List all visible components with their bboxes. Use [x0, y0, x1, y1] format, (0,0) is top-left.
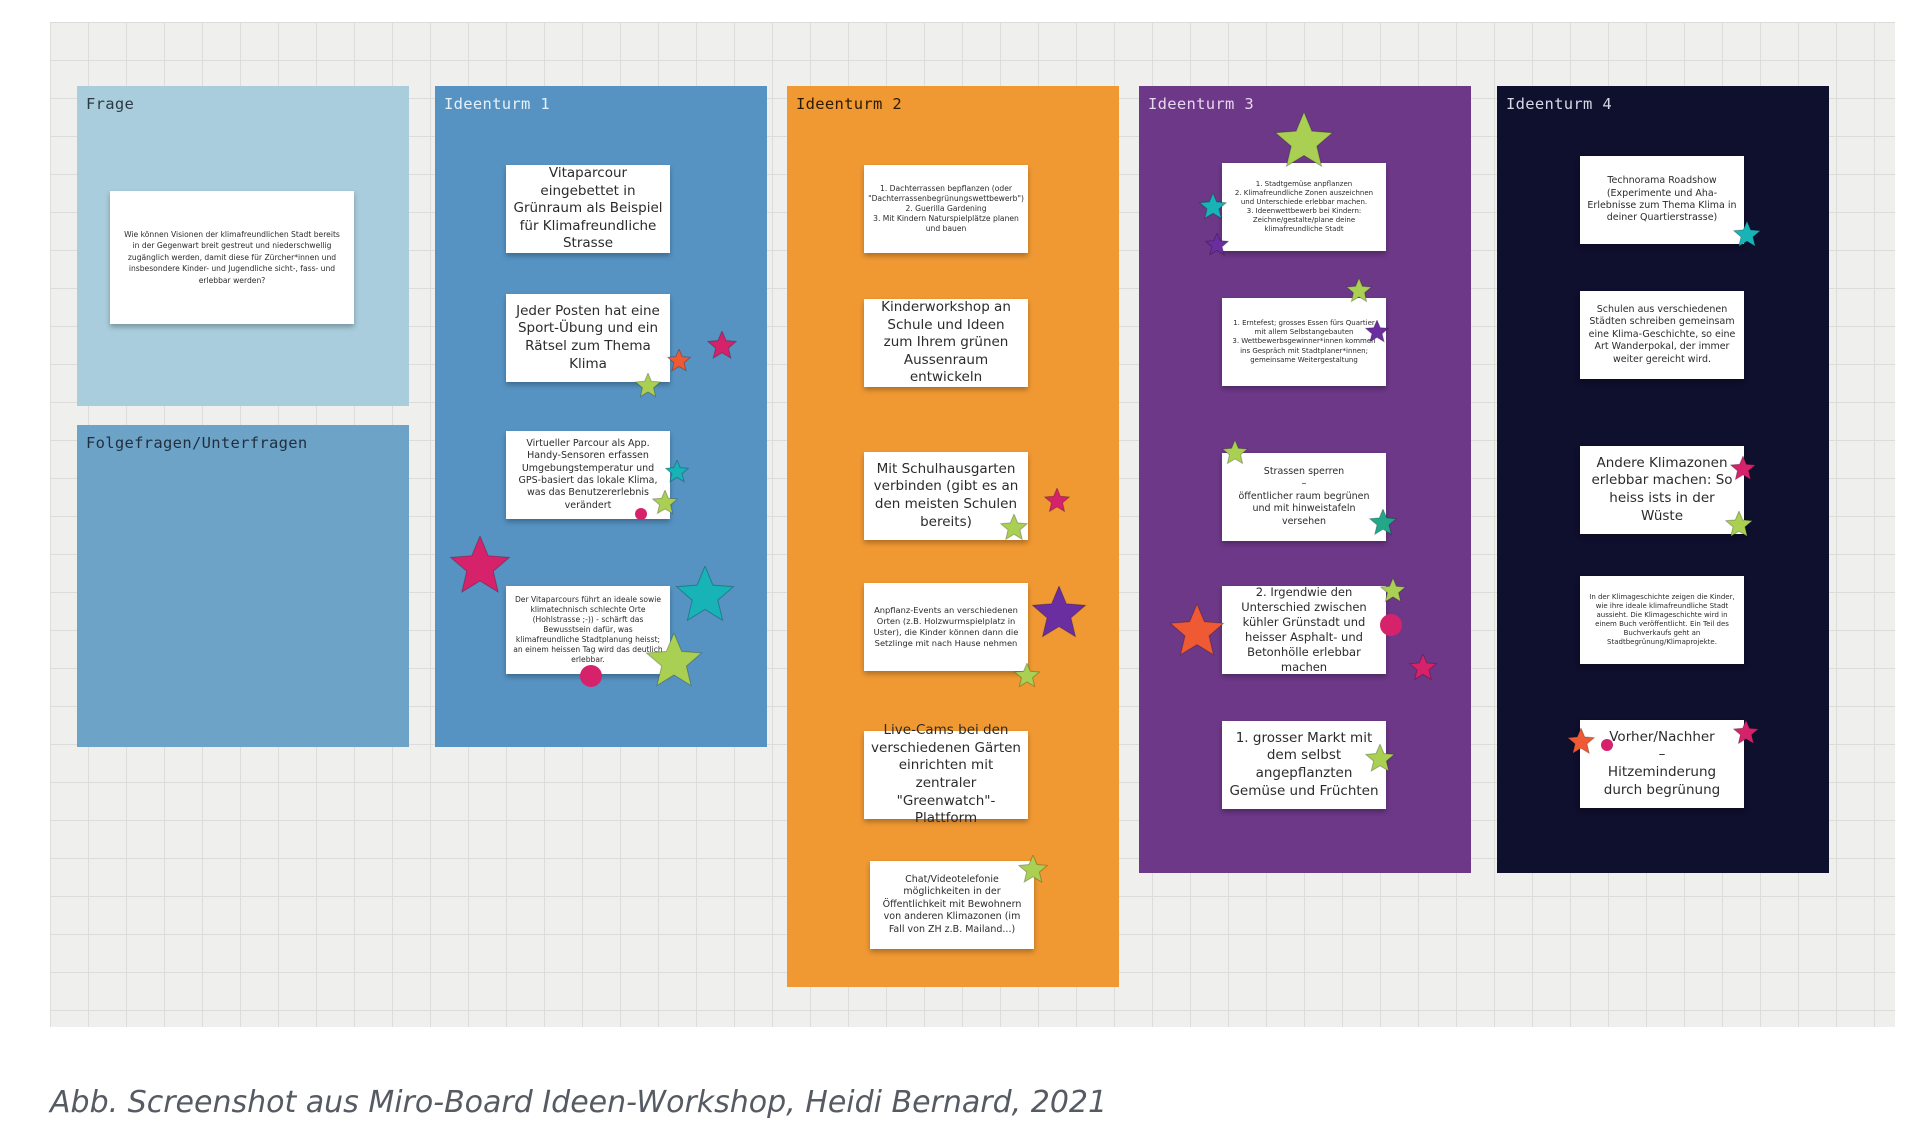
frame-ideenturm-3[interactable]: Ideenturm 3 1. Stadtgemüse anpflanzen 2.… — [1139, 86, 1471, 873]
star-sticker-icon[interactable] — [1409, 654, 1437, 682]
dot-sticker-icon[interactable] — [635, 508, 647, 520]
sticky-note[interactable]: Technorama Roadshow (Experimente und Aha… — [1580, 156, 1744, 244]
frame-ideenturm-2[interactable]: Ideenturm 2 1. Dachterrassen bepflanzen … — [787, 86, 1119, 987]
frame-ideenturm-4[interactable]: Ideenturm 4 Technorama Roadshow (Experim… — [1497, 86, 1829, 873]
sticky-note[interactable]: 1. grosser Markt mit dem selbst angepfla… — [1222, 721, 1386, 809]
star-sticker-icon[interactable] — [1044, 488, 1070, 514]
star-sticker-icon[interactable] — [675, 566, 735, 626]
sticky-note[interactable]: Virtueller Parcour als App. Handy-Sensor… — [506, 431, 670, 519]
frame-folgefragen[interactable]: Folgefragen/Unterfragen — [77, 425, 409, 747]
star-sticker-icon[interactable] — [1730, 456, 1756, 482]
star-sticker-icon[interactable] — [667, 349, 691, 373]
sticky-note-frage[interactable]: Wie können Visionen der klimafreundliche… — [110, 191, 354, 324]
sticky-note[interactable]: Strassen sperren – öffentlicher raum beg… — [1222, 453, 1386, 541]
sticky-note[interactable]: 2. Irgendwie den Unterschied zwischen kü… — [1222, 585, 1386, 674]
frame-frage[interactable]: Frage Wie können Visionen der klimafreun… — [77, 86, 409, 406]
star-sticker-icon[interactable] — [1222, 440, 1248, 466]
star-sticker-icon[interactable] — [635, 373, 661, 399]
star-sticker-icon[interactable] — [1274, 112, 1334, 172]
sticky-note[interactable]: 1. Dachterrassen bepflanzen (oder "Dacht… — [864, 165, 1028, 253]
star-sticker-icon[interactable] — [1369, 509, 1397, 537]
sticky-note[interactable]: Mit Schulhausgarten verbinden (gibt es a… — [864, 452, 1028, 540]
frame-title-frage: Frage — [86, 95, 135, 113]
sticky-note[interactable]: Kinderworkshop an Schule und Ideen zum I… — [864, 299, 1028, 387]
frame-title-ideenturm-3: Ideenturm 3 — [1148, 95, 1254, 113]
frame-title-ideenturm-2: Ideenturm 2 — [796, 95, 902, 113]
star-sticker-icon[interactable] — [1365, 744, 1395, 774]
sticky-note[interactable]: Andere Klimazonen erlebbar machen: So he… — [1580, 446, 1744, 534]
star-sticker-icon[interactable] — [449, 536, 511, 598]
sticky-note[interactable]: Chat/Videotelefonie möglichkeiten in der… — [870, 861, 1034, 949]
star-sticker-icon[interactable] — [1169, 604, 1225, 660]
sticky-note[interactable]: 1. Erntefest; grosses Essen fürs Quartie… — [1222, 298, 1386, 386]
star-sticker-icon[interactable] — [1018, 855, 1048, 885]
miro-board-canvas[interactable]: Frage Wie können Visionen der klimafreun… — [50, 22, 1895, 1027]
frame-title-folgefragen: Folgefragen/Unterfragen — [86, 434, 308, 452]
sticky-note[interactable]: Live-Cams bei den verschiedenen Gärten e… — [864, 722, 1028, 826]
sticky-note[interactable]: 1. Stadtgemüse anpflanzen 2. Klimafreund… — [1222, 163, 1386, 251]
sticky-note[interactable]: Schulen aus verschiedenen Städten schrei… — [1580, 291, 1744, 379]
star-sticker-icon[interactable] — [1365, 320, 1389, 344]
sticky-note[interactable]: Anpflanz-Events an verschiedenen Orten (… — [864, 583, 1028, 671]
frame-title-ideenturm-1: Ideenturm 1 — [444, 95, 550, 113]
star-sticker-icon[interactable] — [652, 490, 678, 516]
sticky-note[interactable]: Jeder Posten hat eine Sport-Übung und ei… — [506, 294, 670, 382]
star-sticker-icon[interactable] — [1733, 221, 1761, 249]
sticky-note[interactable]: Vorher/Nachher – Hitzeminderung durch be… — [1580, 720, 1744, 808]
star-sticker-icon[interactable] — [665, 460, 689, 484]
star-sticker-icon[interactable] — [1567, 728, 1595, 756]
star-sticker-icon[interactable] — [1380, 578, 1406, 604]
star-sticker-icon[interactable] — [707, 331, 737, 361]
star-sticker-icon[interactable] — [645, 633, 703, 691]
dot-sticker-icon[interactable] — [580, 665, 602, 687]
dot-sticker-icon[interactable] — [1380, 614, 1402, 636]
star-sticker-icon[interactable] — [1725, 511, 1753, 539]
sticky-note[interactable]: Vitaparcour eingebettet in Grünraum als … — [506, 165, 670, 253]
star-sticker-icon[interactable] — [1000, 514, 1028, 542]
star-sticker-icon[interactable] — [1733, 720, 1759, 746]
star-sticker-icon[interactable] — [1205, 233, 1229, 257]
star-sticker-icon[interactable] — [1346, 278, 1372, 304]
dot-sticker-icon[interactable] — [1601, 739, 1613, 751]
sticky-note[interactable]: Der Vitaparcours führt an ideale sowie k… — [506, 586, 670, 674]
frame-ideenturm-1[interactable]: Ideenturm 1 Vitaparcour eingebettet in G… — [435, 86, 767, 747]
star-sticker-icon[interactable] — [1199, 193, 1227, 221]
figure-caption: Abb. Screenshot aus Miro-Board Ideen-Wor… — [50, 1085, 1108, 1120]
star-sticker-icon[interactable] — [1014, 663, 1040, 689]
star-sticker-icon[interactable] — [1031, 586, 1087, 642]
sticky-note[interactable]: In der Klimageschichte zeigen die Kinder… — [1580, 576, 1744, 664]
frame-title-ideenturm-4: Ideenturm 4 — [1506, 95, 1612, 113]
